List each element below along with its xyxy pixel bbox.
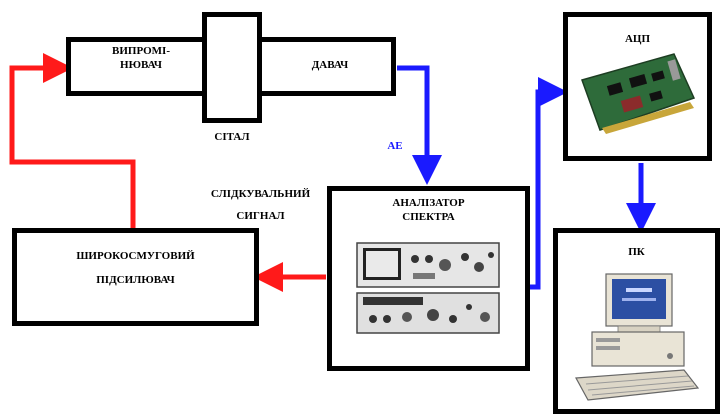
- emitter-label-line1: ВИПРОМІ-: [96, 44, 186, 58]
- amplifier-label-line2: ПІДСИЛЮВАЧ: [12, 268, 259, 292]
- amplifier-label-line1: ШИРОКОСМУГОВИЙ: [12, 244, 259, 268]
- spectrum-analyzer-image: [353, 237, 503, 337]
- sensor-to-analyzer-arrow: [397, 68, 427, 170]
- amplifier-label: ШИРОКОСМУГОВИЙ ПІДСИЛЮВАЧ: [12, 244, 259, 292]
- analyzer-to-adc-arrow: [530, 92, 553, 287]
- tracking-signal-line1: СЛІДКУВАЛЬНИЙ: [188, 183, 333, 205]
- emitter-label-line2: НЮВАЧ: [96, 58, 186, 72]
- tracking-signal-label: СЛІДКУВАЛЬНИЙ СИГНАЛ: [188, 183, 333, 227]
- analyzer-label: АНАЛІЗАТОР СПЕКТРА: [327, 196, 530, 224]
- pc-computer-image: [572, 266, 702, 406]
- steel-specimen-block: [202, 12, 262, 123]
- steel-label: СІТАЛ: [202, 130, 262, 144]
- adc-board-image: [578, 50, 698, 145]
- sensor-label: ДАВАЧ: [290, 58, 370, 72]
- pc-label: ПК: [553, 245, 720, 259]
- emitter-label: ВИПРОМІ- НЮВАЧ: [96, 44, 186, 72]
- ae-label: АЕ: [380, 139, 410, 153]
- analyzer-label-line2: СПЕКТРА: [327, 210, 530, 224]
- adc-label: АЦП: [563, 32, 712, 46]
- tracking-signal-line2: СИГНАЛ: [188, 205, 333, 227]
- analyzer-label-line1: АНАЛІЗАТОР: [327, 196, 530, 210]
